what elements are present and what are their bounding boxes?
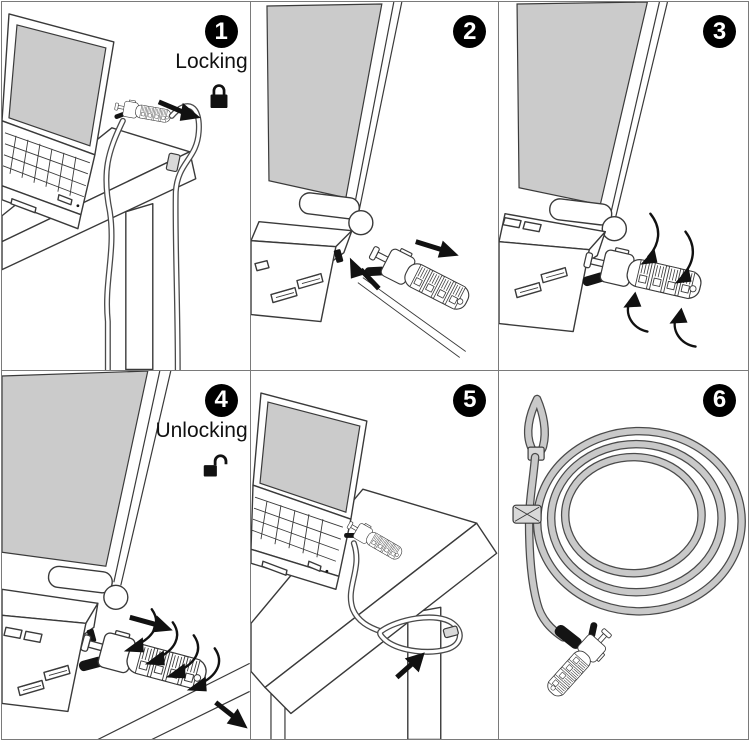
laptop-illustration	[499, 2, 669, 333]
loop-arrow	[394, 651, 425, 679]
cable-loop-end	[529, 399, 546, 452]
step-label: Locking	[175, 50, 248, 73]
step6-illustration	[512, 371, 747, 703]
padlock-open-icon	[202, 451, 230, 486]
usb-port	[306, 560, 322, 572]
step-panel-4: Unlocking 4	[2, 370, 251, 739]
lock-device	[359, 236, 476, 324]
hinge	[549, 198, 613, 226]
rotate-dial-arrows	[623, 212, 698, 348]
slide-arrow	[414, 239, 459, 258]
security-cable	[350, 543, 459, 652]
laptop-illustration	[250, 2, 403, 323]
keyboard	[251, 496, 343, 562]
cable-ferrule	[165, 152, 181, 173]
step-panel-6: 6	[499, 370, 748, 739]
hinge	[298, 192, 360, 220]
usb-port	[57, 194, 73, 206]
padlock-closed-icon	[208, 82, 230, 117]
step-label: Unlocking	[155, 418, 248, 442]
keyboard	[2, 132, 91, 198]
hinge	[103, 584, 129, 610]
hinge	[601, 216, 628, 242]
security-cable	[357, 277, 466, 358]
hinge	[347, 210, 374, 236]
keyboard-key	[3, 626, 23, 639]
step-panel-3: 3	[499, 2, 748, 371]
insert-arrow	[349, 257, 381, 291]
cable-ferrule	[442, 625, 459, 638]
step-badge: 6	[703, 383, 736, 417]
keyboard-key	[522, 221, 543, 233]
step-panel-5: 5	[250, 370, 500, 739]
keyboard-key	[23, 630, 43, 643]
step-badge: 2	[453, 15, 487, 48]
security-slot	[333, 249, 343, 263]
coiled-cable	[512, 399, 747, 637]
cable-boot	[554, 624, 583, 649]
step-badge: 3	[703, 15, 736, 48]
desk-illustration	[250, 487, 498, 739]
slide-arrow	[129, 614, 173, 632]
keyboard-key	[502, 217, 523, 229]
step3-illustration	[499, 2, 706, 348]
cable-strap	[512, 504, 543, 524]
step1-illustration	[2, 13, 250, 370]
step5-illustration	[250, 391, 498, 739]
step4-illustration	[2, 370, 250, 739]
step-badge: 1	[204, 15, 238, 48]
desk-edge	[97, 662, 250, 739]
pull-arrow	[157, 99, 201, 121]
step-badge: 5	[453, 383, 487, 417]
security-cable	[106, 106, 199, 370]
keyboard-key	[253, 259, 270, 272]
desk-leg	[406, 606, 442, 739]
laptop-illustration	[250, 391, 368, 590]
step-panel-1: Locking 1	[2, 2, 251, 371]
laptop-illustration	[2, 370, 172, 712]
laptop-illustration	[2, 13, 115, 230]
step-badge: 4	[204, 383, 238, 417]
hinge	[47, 565, 113, 594]
step2-illustration	[250, 2, 476, 358]
pull-out-arrow	[214, 699, 248, 728]
step-panel-2: 2	[250, 2, 500, 371]
